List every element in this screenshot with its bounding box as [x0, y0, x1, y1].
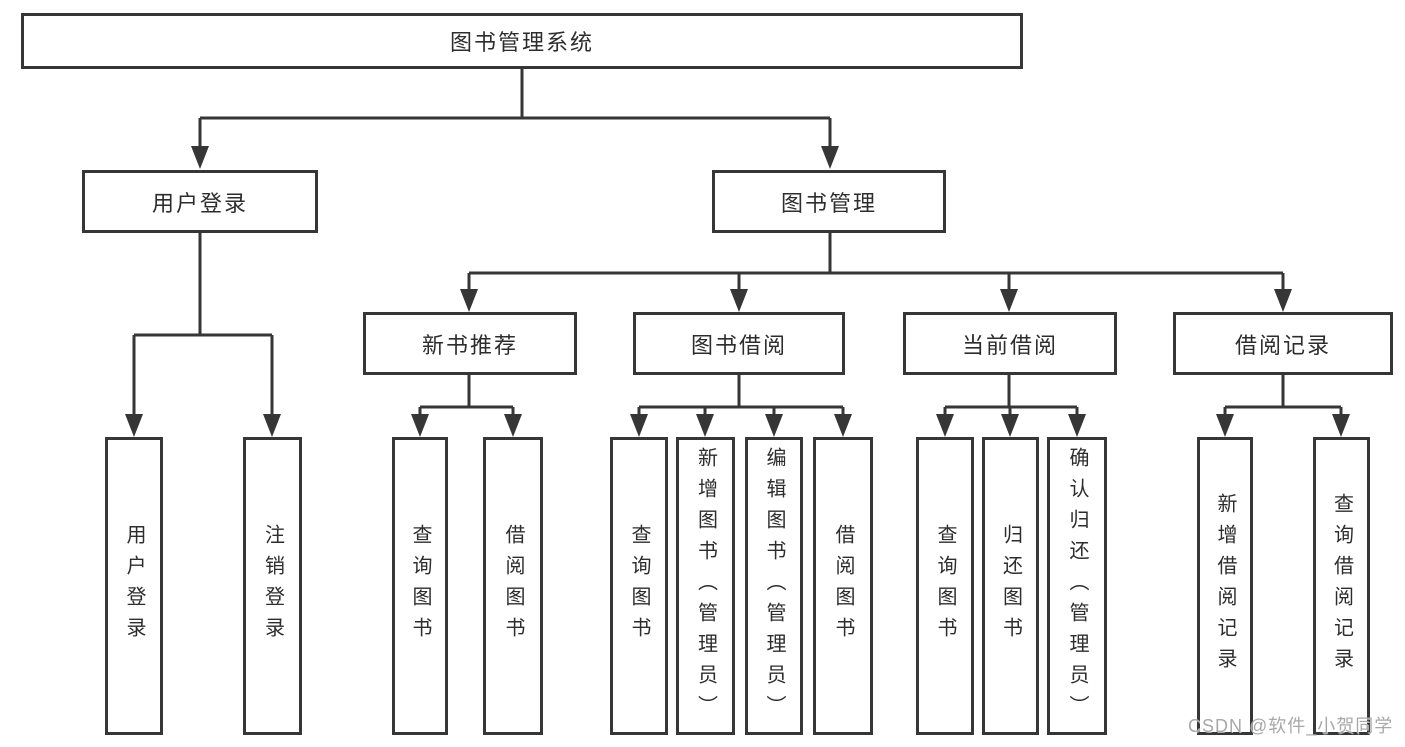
arrow-down-icon: [834, 414, 852, 437]
arrow-down-icon: [1332, 414, 1350, 437]
leaf-return-books: 归还图书: [982, 437, 1039, 735]
arrow-down-icon: [504, 414, 522, 437]
node-label: 新书推荐: [421, 332, 518, 358]
leaf-query-books-recommend: 查询图书: [392, 437, 448, 735]
leaf-query-books-current: 查询图书: [916, 437, 974, 735]
leaf-label: 编辑图书（管理员）: [763, 446, 785, 726]
leaf-borrow-books-borrowing: 借阅图书: [813, 437, 873, 735]
arrow-down-icon: [263, 414, 281, 437]
node-current-borrowing: 当前借阅: [903, 312, 1117, 375]
node-label: 当前借阅: [961, 332, 1058, 358]
leaf-label: 借阅图书: [502, 524, 524, 648]
leaf-label: 确认归还（管理员）: [1066, 446, 1088, 726]
node-label: 图书管理: [780, 190, 877, 216]
arrow-down-icon: [460, 289, 478, 312]
arrowheads: [125, 146, 1350, 437]
arrow-down-icon: [696, 414, 714, 437]
leaf-label: 查询图书: [934, 524, 956, 648]
arrow-down-icon: [1068, 414, 1086, 437]
arrow-down-icon: [1000, 289, 1018, 312]
leaf-borrow-books-recommend: 借阅图书: [483, 437, 543, 735]
arrow-down-icon: [125, 414, 143, 437]
arrow-down-icon: [630, 414, 648, 437]
arrow-down-icon: [936, 414, 954, 437]
arrow-down-icon: [411, 414, 429, 437]
arrow-down-icon: [1001, 414, 1019, 437]
arrow-down-icon: [765, 414, 783, 437]
node-book-management: 图书管理: [712, 170, 946, 233]
arrow-down-icon: [821, 146, 839, 169]
leaf-label: 查询图书: [628, 524, 650, 648]
arrow-down-icon: [1216, 414, 1234, 437]
node-user-login: 用户登录: [82, 170, 318, 233]
node-label: 图书借阅: [690, 332, 787, 358]
leaf-user-login: 用户登录: [105, 437, 163, 735]
leaf-edit-book-admin: 编辑图书（管理员）: [745, 437, 803, 735]
leaf-label: 新增借阅记录: [1214, 493, 1236, 679]
leaf-label: 归还图书: [999, 524, 1022, 648]
node-borrowing-records: 借阅记录: [1173, 312, 1393, 375]
node-book-borrowing: 图书借阅: [633, 312, 845, 375]
leaf-label: 查询借阅记录: [1330, 493, 1353, 679]
node-label: 图书管理系统: [449, 30, 594, 55]
arrow-down-icon: [1274, 289, 1292, 312]
arrow-down-icon: [191, 146, 209, 169]
leaf-label: 注销登录: [261, 524, 284, 648]
leaf-label: 用户登录: [123, 524, 145, 648]
leaf-logout: 注销登录: [243, 437, 302, 735]
leaf-add-book-admin: 新增图书（管理员）: [676, 437, 735, 735]
leaf-label: 新增图书（管理员）: [694, 446, 717, 726]
leaf-add-borrow-record: 新增借阅记录: [1197, 437, 1253, 735]
leaf-query-borrow-record: 查询借阅记录: [1313, 437, 1370, 735]
leaf-label: 借阅图书: [832, 524, 854, 648]
csdn-watermark: CSDN @软件_小贺同学: [1188, 716, 1394, 736]
node-library-system: 图书管理系统: [21, 13, 1023, 69]
leaf-confirm-return-admin: 确认归还（管理员）: [1047, 437, 1107, 735]
node-new-book-recommend: 新书推荐: [363, 312, 577, 375]
tree-edges: [132, 69, 1343, 418]
node-label: 借阅记录: [1234, 332, 1331, 358]
node-label: 用户登录: [151, 190, 248, 216]
leaf-label: 查询图书: [409, 524, 431, 648]
arrow-down-icon: [730, 289, 748, 312]
leaf-query-books-borrowing: 查询图书: [610, 437, 668, 735]
